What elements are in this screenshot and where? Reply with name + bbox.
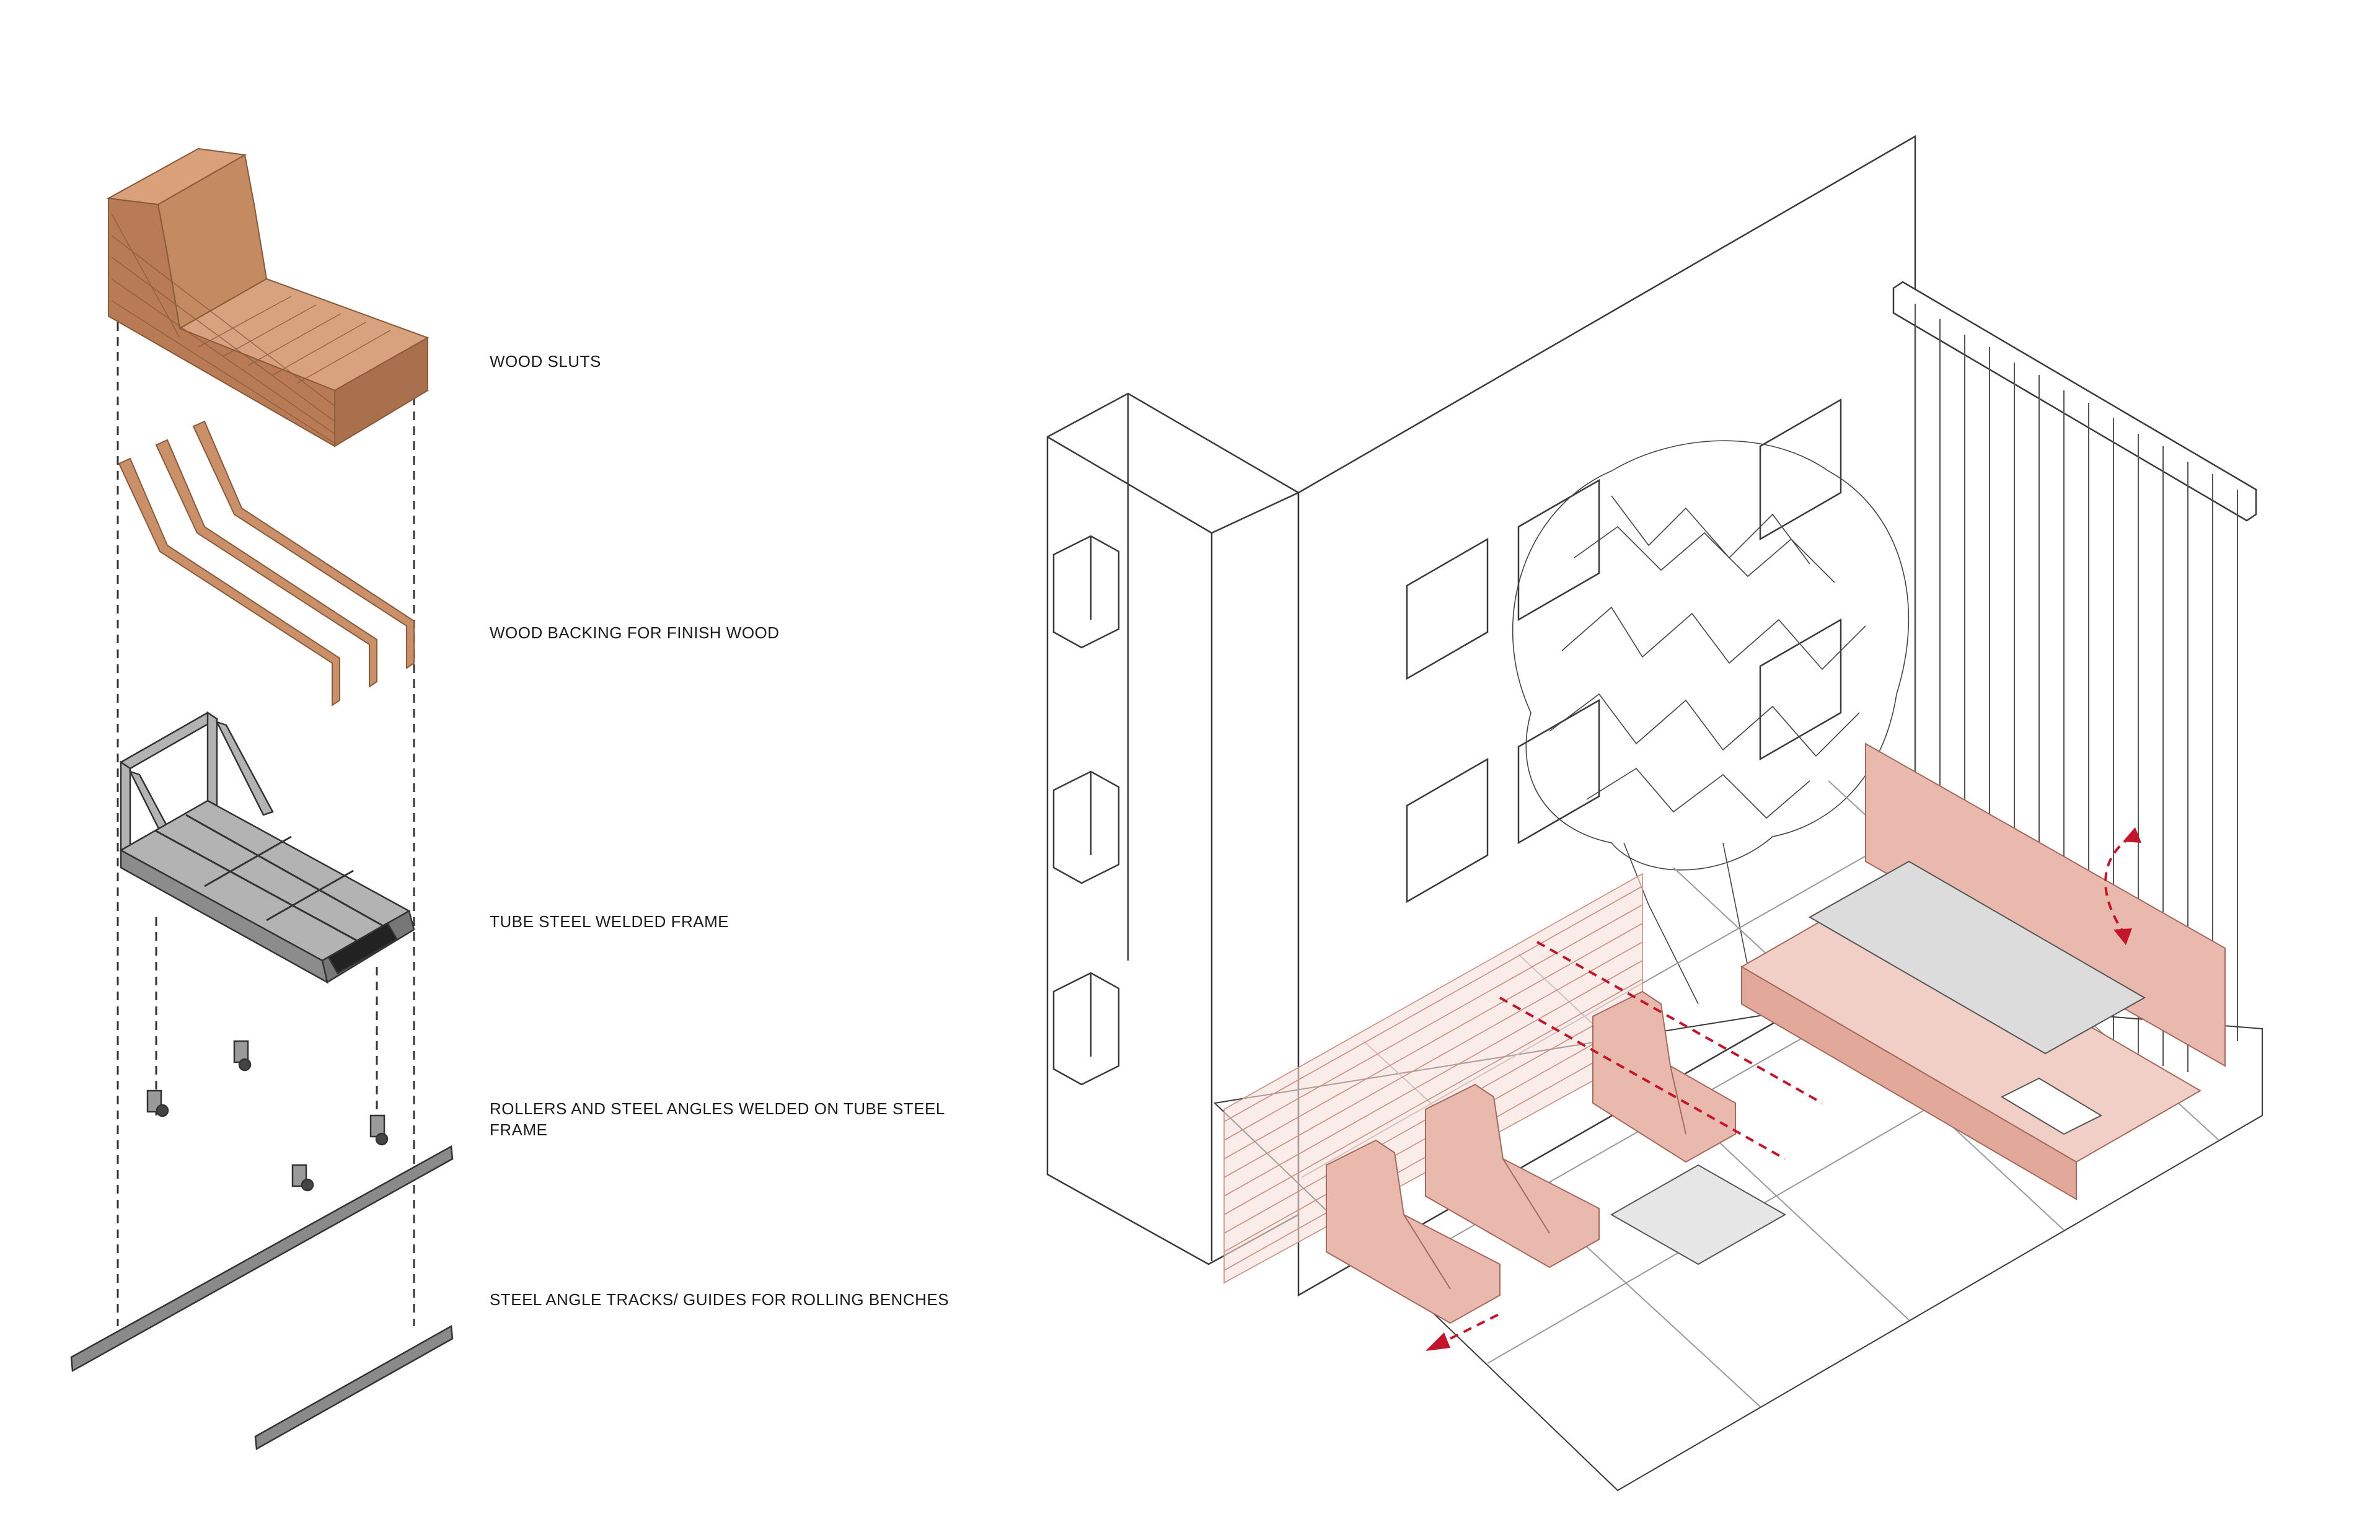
rolling-bench-3: [1592, 990, 1736, 1163]
arrow-heads: [1426, 827, 2141, 1351]
steel-angle-tracks: [70, 1145, 454, 1451]
courtyard-isometric: [1046, 134, 2263, 1492]
label-wood-slats: WOOD SLUTS: [490, 352, 601, 371]
rolling-benches: [1326, 990, 1736, 1324]
roller-4: [291, 1164, 314, 1192]
roller-1: [233, 1040, 252, 1071]
label-wood-backing: WOOD BACKING FOR FINISH WOOD: [490, 623, 780, 642]
wood-backing-strips: [118, 420, 415, 706]
label-rollers: ROLLERS AND STEEL ANGLES WELDED ON TUBE …: [490, 1099, 945, 1139]
roller-2: [146, 1089, 169, 1117]
left-building-windows: [1052, 535, 1120, 1086]
long-bench-and-planter: [1740, 742, 2226, 1200]
label-tube-steel-frame: TUBE STEEL WELDED FRAME: [490, 912, 729, 931]
rolling-bench-1: [1326, 1139, 1501, 1324]
rolling-bench-2: [1425, 1083, 1600, 1269]
movement-arrows: [1450, 835, 2133, 1340]
tree-canopy: [1512, 440, 1910, 1005]
roller-3: [369, 1114, 389, 1146]
wood-slats-lounger: [106, 147, 430, 447]
tube-steel-frame: [119, 711, 415, 984]
exploded-bench-assembly: [70, 147, 454, 1451]
rollers-and-angles: [146, 1040, 389, 1192]
label-steel-angle-tracks: STEEL ANGLE TRACKS/ GUIDES FOR ROLLING B…: [490, 1290, 950, 1309]
